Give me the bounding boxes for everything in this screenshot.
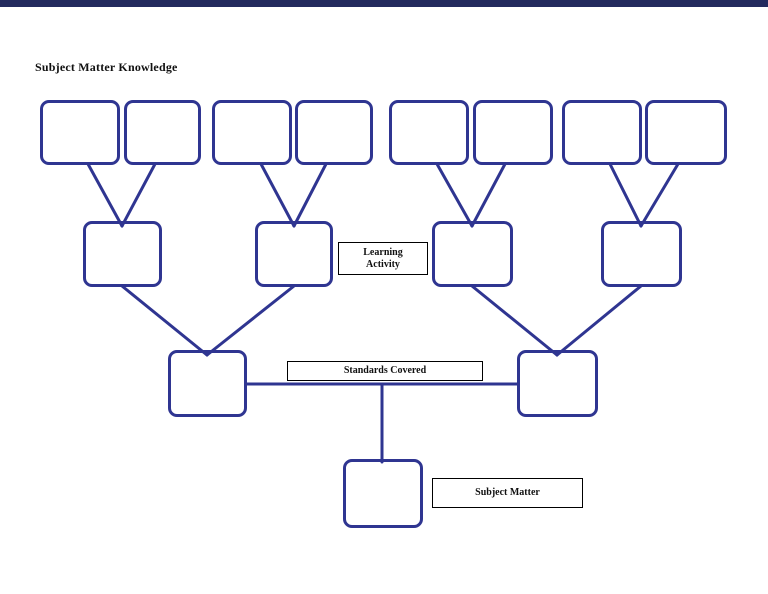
node-box-top-1 [40,100,120,165]
node-box-top-8 [645,100,727,165]
page-title: Subject Matter Knowledge [35,60,178,74]
label-learning-activity: Learning Activity [338,242,428,275]
node-box-top-6 [473,100,553,165]
connector-pair4-right [639,162,680,228]
connector-pair3-left [435,162,474,228]
node-box-mid-2 [255,221,333,287]
node-box-mid-4 [601,221,682,287]
label-standards-covered: Standards Covered [287,361,483,381]
node-box-top-7 [562,100,642,165]
connector-mid1-right [205,284,296,357]
node-box-mid-3 [432,221,513,287]
node-box-lower-2 [517,350,598,417]
top-border-bar [0,0,768,7]
node-box-top-5 [389,100,469,165]
node-box-top-3 [212,100,292,165]
node-box-top-4 [295,100,373,165]
node-box-lower-1 [168,350,247,417]
node-box-bottom [343,459,423,528]
connector-pair1-right [120,162,157,228]
connector-pair2-right [292,162,328,228]
connector-mid2-right [555,284,643,357]
connector-mid1-left [120,284,209,357]
connector-pair2-left [259,162,296,228]
connector-pair1-left [86,162,124,228]
connector-pair4-left [608,162,643,228]
connector-pair3-right [470,162,507,228]
label-subject-matter: Subject Matter [432,478,583,508]
node-box-top-2 [124,100,201,165]
connector-mid2-left [470,284,559,357]
node-box-mid-1 [83,221,162,287]
